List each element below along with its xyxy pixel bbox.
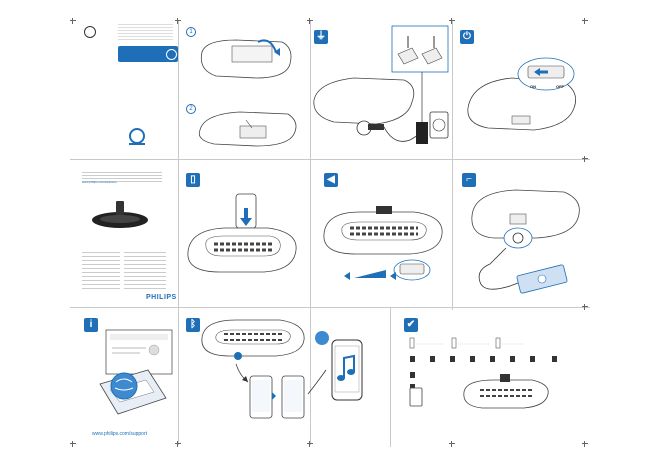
switch-off-label: OFF — [556, 84, 564, 89]
brand-logo: PHILIPS — [146, 294, 177, 301]
recycle-icon-bar — [129, 143, 145, 145]
horizontal-divider-top — [70, 159, 590, 160]
plug-icon: ⏚ — [314, 30, 328, 44]
switch-on-label: ON — [530, 84, 536, 89]
dock-device-diagram — [187, 193, 297, 273]
bluetooth-icon: ᛒ — [186, 318, 200, 332]
vertical-divider-3 — [452, 20, 453, 310]
laptop-illustration — [99, 329, 173, 415]
aux-cable-diagram — [471, 189, 580, 294]
crop-mark — [307, 18, 313, 24]
dock-icon: ▯ — [186, 173, 200, 187]
speaker-back-closed — [198, 111, 297, 147]
crop-mark — [70, 18, 76, 24]
description-text-left — [82, 252, 120, 292]
power-icon: ⏻ — [460, 30, 474, 44]
intro-text-block — [82, 172, 162, 184]
vertical-divider-4 — [390, 307, 391, 447]
crop-mark — [582, 441, 588, 447]
power-connection-diagram — [313, 25, 449, 144]
power-switch-diagram — [467, 57, 577, 131]
crop-mark — [175, 18, 181, 24]
bluetooth-pairing-diagram — [201, 319, 363, 419]
info-icon: i — [84, 318, 98, 332]
crop-mark — [582, 18, 588, 24]
crop-mark — [449, 18, 455, 24]
crop-mark — [175, 441, 181, 447]
aux-in-icon: ⌐ — [462, 173, 476, 187]
recycle-icon — [129, 128, 145, 144]
crop-mark — [582, 156, 588, 162]
vertical-divider-2 — [310, 20, 311, 445]
speaker-back-open — [200, 39, 292, 79]
cover-text-block — [118, 24, 173, 42]
speaker-icon: ◀ — [324, 173, 338, 187]
horizontal-divider-bottom — [70, 307, 590, 308]
website-top[interactable]: www.philips.com/welcome — [82, 180, 117, 184]
vertical-divider-1 — [178, 20, 179, 445]
step-2-number: 2 — [186, 104, 196, 114]
product-thumbnail — [92, 201, 148, 228]
website-bottom[interactable]: www.philips.com/support — [92, 431, 148, 437]
volume-diagram — [323, 206, 443, 281]
checkmark-icon: ✔ — [404, 318, 418, 332]
register-banner-icon — [166, 49, 177, 60]
crop-mark — [70, 441, 76, 447]
register-banner — [118, 46, 178, 62]
step-1-number: 1 — [186, 27, 196, 37]
crop-mark — [449, 441, 455, 447]
compatibility-diagram — [409, 337, 557, 409]
crop-mark — [582, 304, 588, 310]
cover-logo — [84, 26, 96, 38]
description-text-right — [124, 252, 166, 292]
crop-mark — [307, 441, 313, 447]
